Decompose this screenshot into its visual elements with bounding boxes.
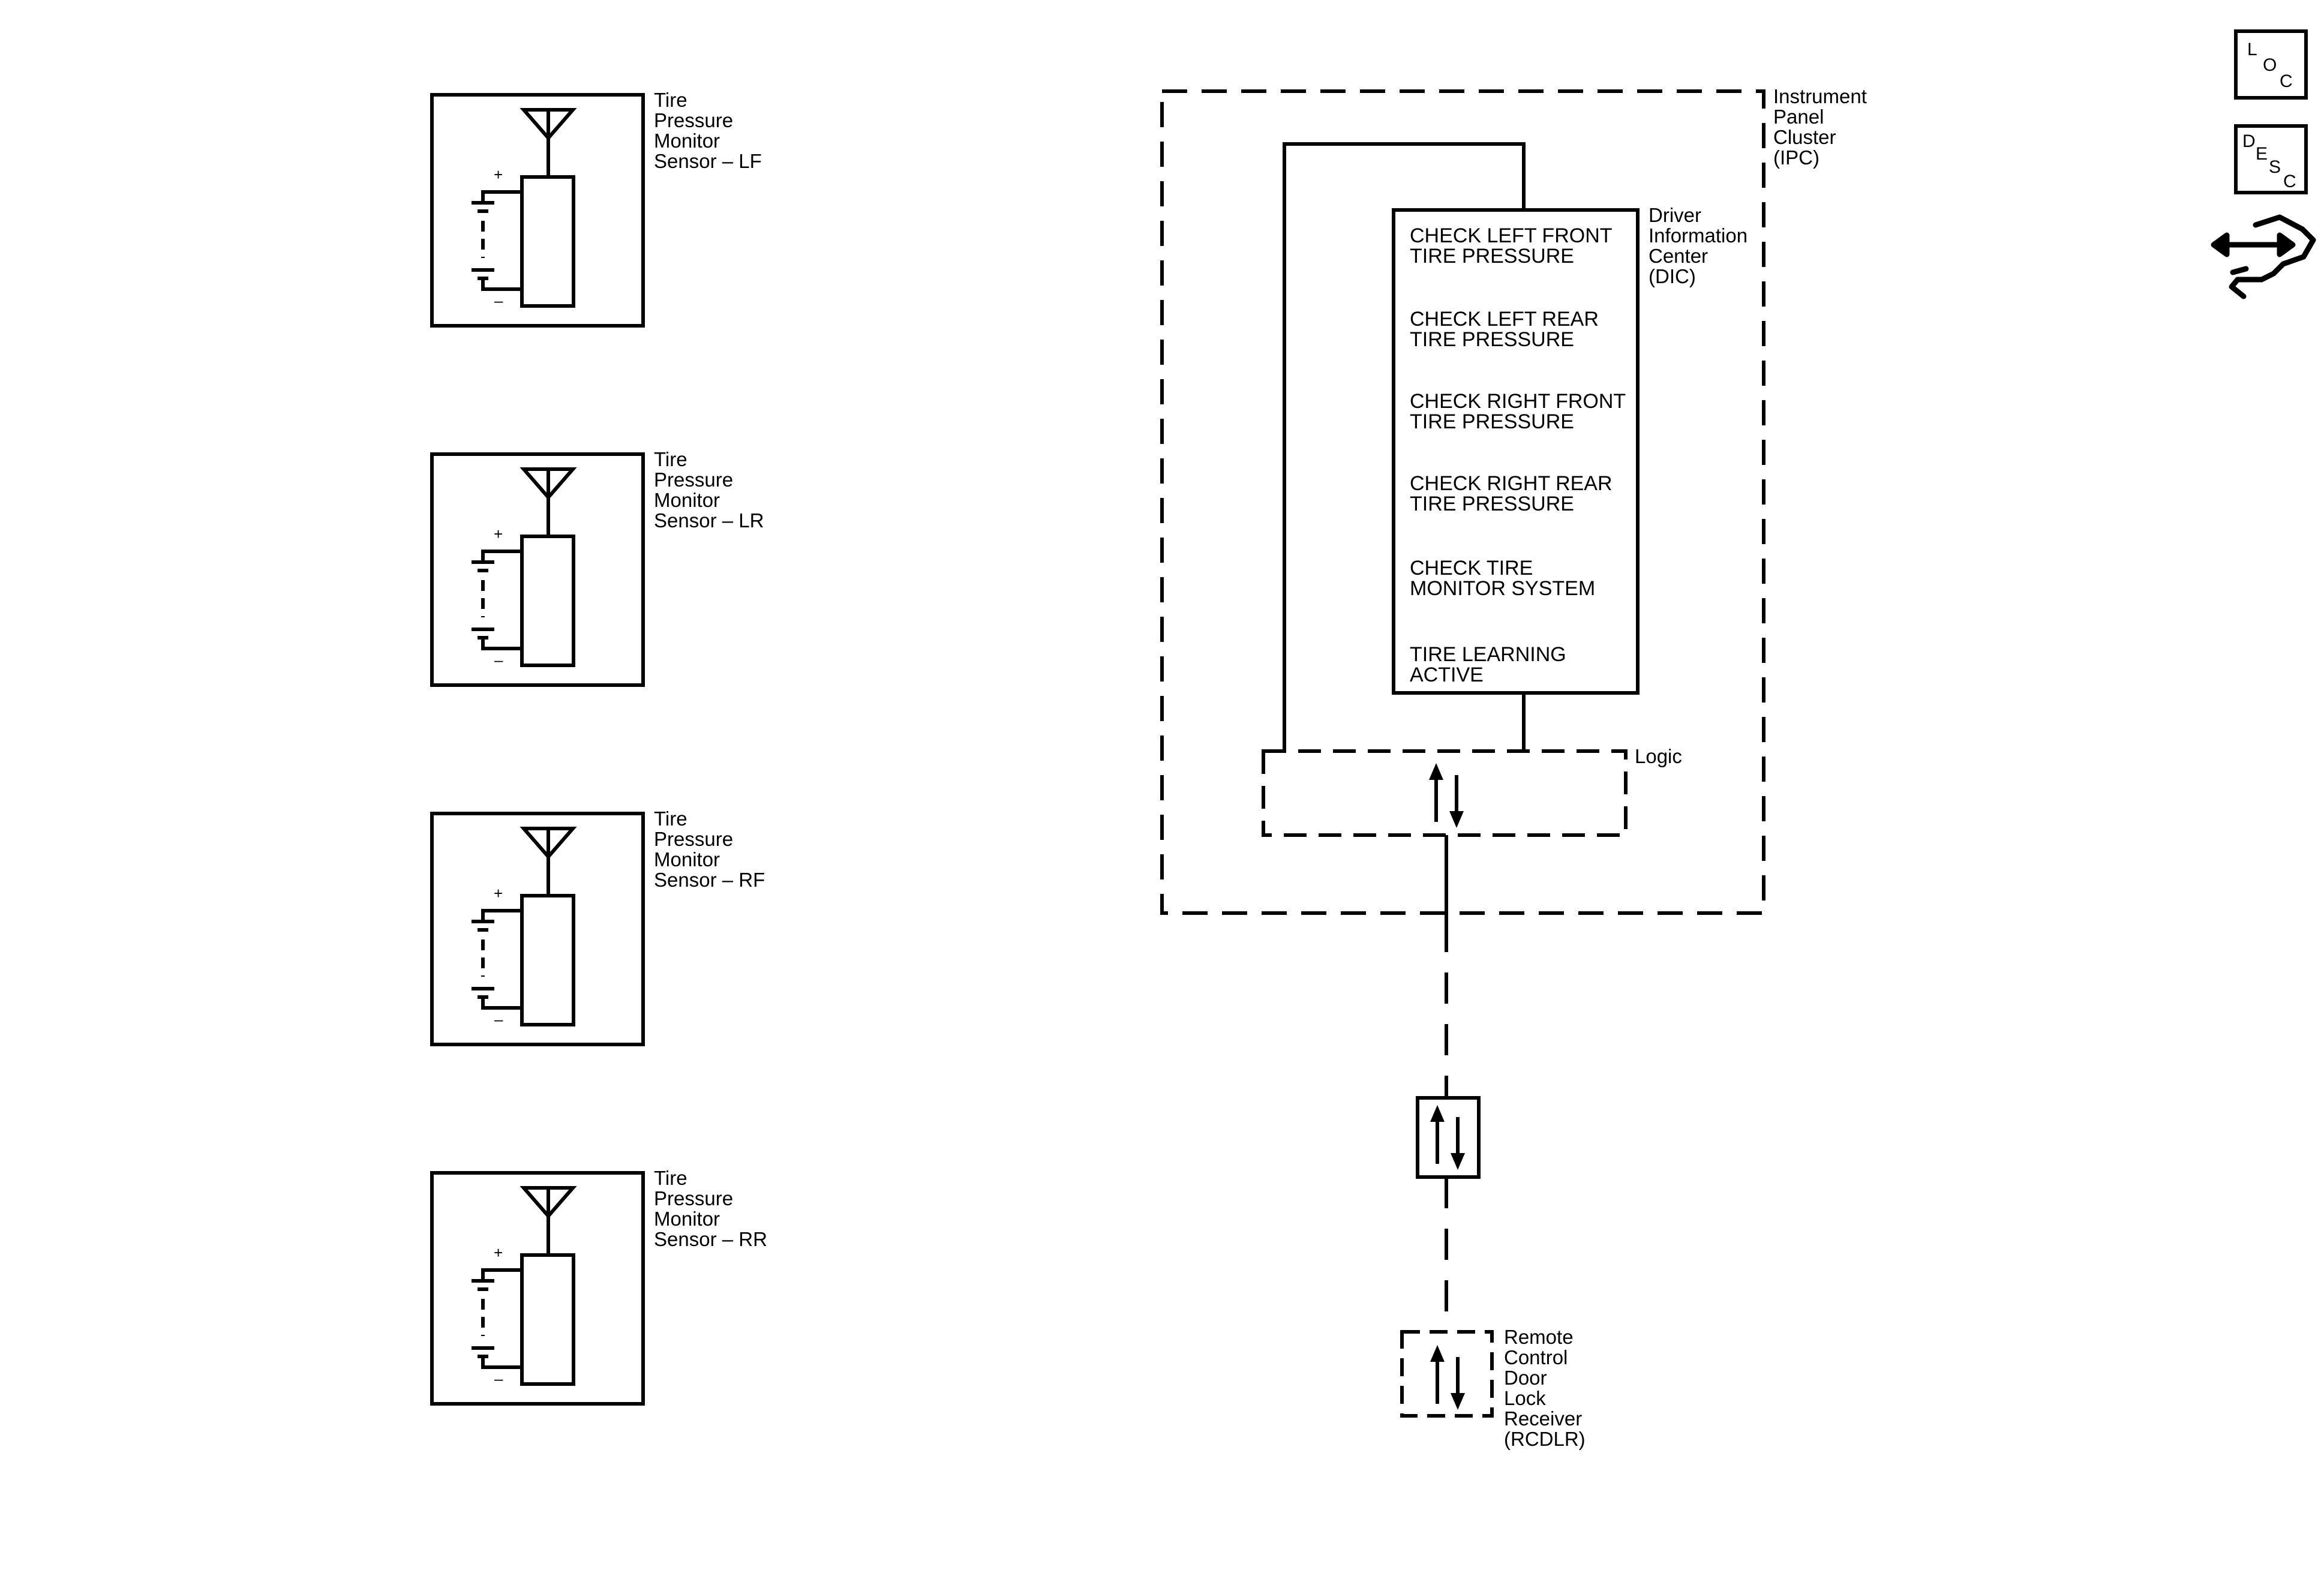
dic-message-rr-1: CHECK RIGHT REAR	[1410, 472, 1613, 495]
rcdlr-label-4: Lock	[1504, 1387, 1546, 1409]
loc-icon[interactable]	[2234, 29, 2308, 100]
dic-label-2: Information	[1649, 224, 1747, 247]
logic-arrows-icon	[1434, 775, 1458, 822]
ipc-label-1: Instrument	[1773, 85, 1867, 107]
rcdlr-label-2: Control	[1504, 1346, 1568, 1368]
rcdlr-label-6: (RCDLR)	[1504, 1428, 1586, 1450]
sensor-lr-plus: +	[494, 525, 503, 543]
sensor-lr-minus: –	[494, 651, 503, 669]
sensor-rf-plus: +	[494, 884, 503, 902]
sensor-lr-label-4: Sensor – LR	[654, 509, 764, 532]
dic-display	[1392, 208, 1640, 695]
sensor-rf-minus: –	[494, 1010, 503, 1028]
dic-label-1: Driver	[1649, 204, 1701, 226]
sensor-rf-label-2: Pressure	[654, 828, 733, 850]
desc-icon-letter-e: E	[2256, 144, 2268, 164]
sensor-rr-minus: –	[494, 1370, 503, 1388]
rcdlr-arrows-icon	[1436, 1357, 1460, 1404]
dic-message-system-1: CHECK TIRE	[1410, 557, 1533, 580]
loc-icon-letter-c: C	[2280, 71, 2293, 91]
sensor-lf-label-3: Monitor	[654, 130, 720, 152]
logic-label: Logic	[1635, 745, 1682, 767]
dic-label-3: Center	[1649, 245, 1708, 267]
rcdlr-box	[1400, 1330, 1494, 1418]
sensor-lr-label-2: Pressure	[654, 469, 733, 491]
ipc-boundary	[1160, 89, 1765, 915]
sensor-rf	[430, 812, 645, 1046]
sensor-lr-label-1: Tire	[654, 448, 687, 470]
sensor-lr	[430, 452, 645, 687]
desc-icon-letter-c: C	[2283, 172, 2296, 191]
sensor-lf-label-4: Sensor – LF	[654, 150, 762, 172]
sensor-lf-label-2: Pressure	[654, 109, 733, 131]
sensor-lf-label-1: Tire	[654, 89, 687, 111]
sensor-rf-label-3: Monitor	[654, 848, 720, 870]
sensor-rf-label-1: Tire	[654, 807, 687, 830]
rcdlr-label-1: Remote	[1504, 1326, 1574, 1348]
sensor-lf	[430, 93, 645, 328]
ipc-label-3: Cluster	[1773, 126, 1836, 148]
dic-label-4: (DIC)	[1649, 265, 1696, 287]
connector-arrows-icon	[1436, 1117, 1460, 1164]
ipc-internal-wire	[1283, 142, 1526, 751]
loc-icon-letter-l: L	[2247, 40, 2257, 59]
dic-message-lr-1: CHECK LEFT REAR	[1410, 308, 1599, 331]
dic-message-rf-2: TIRE PRESSURE	[1410, 410, 1574, 433]
dic-message-system-2: MONITOR SYSTEM	[1410, 577, 1595, 600]
inline-serial-connector	[1416, 1096, 1481, 1179]
sensor-rr-label-4: Sensor – RR	[654, 1228, 767, 1250]
dic-message-learning-1: TIRE LEARNING	[1410, 643, 1566, 666]
desc-icon-letter-s: S	[2269, 157, 2281, 177]
rcdlr-label-5: Receiver	[1504, 1407, 1582, 1430]
sensor-rf-label-4: Sensor – RF	[654, 869, 765, 891]
dic-message-learning-2: ACTIVE	[1410, 664, 1484, 686]
sensor-lr-label-3: Monitor	[654, 489, 720, 511]
sensor-rr-label-3: Monitor	[654, 1208, 720, 1230]
sensor-lf-minus: –	[494, 292, 503, 310]
sensor-rr	[430, 1171, 645, 1406]
sensor-lf-plus: +	[494, 166, 503, 184]
desc-icon-letter-d: D	[2242, 131, 2256, 151]
logic-box	[1262, 749, 1628, 837]
ipc-label-2: Panel	[1773, 106, 1824, 128]
sensor-rr-label-1: Tire	[654, 1167, 687, 1189]
rcdlr-label-3: Door	[1504, 1367, 1547, 1389]
dic-message-lf-1: CHECK LEFT FRONT	[1410, 224, 1613, 247]
dic-message-rf-1: CHECK RIGHT FRONT	[1410, 390, 1626, 413]
loc-icon-letter-o: O	[2263, 55, 2277, 75]
sensor-rr-plus: +	[494, 1244, 503, 1262]
ipc-label-4: (IPC)	[1773, 146, 1819, 169]
dic-message-rr-2: TIRE PRESSURE	[1410, 493, 1574, 515]
sensor-rr-label-2: Pressure	[654, 1187, 733, 1209]
desc-icon[interactable]	[2234, 124, 2308, 194]
communication-tool-icon[interactable]	[2211, 214, 2316, 299]
dic-message-lf-2: TIRE PRESSURE	[1410, 245, 1574, 268]
dic-message-lr-2: TIRE PRESSURE	[1410, 328, 1574, 351]
